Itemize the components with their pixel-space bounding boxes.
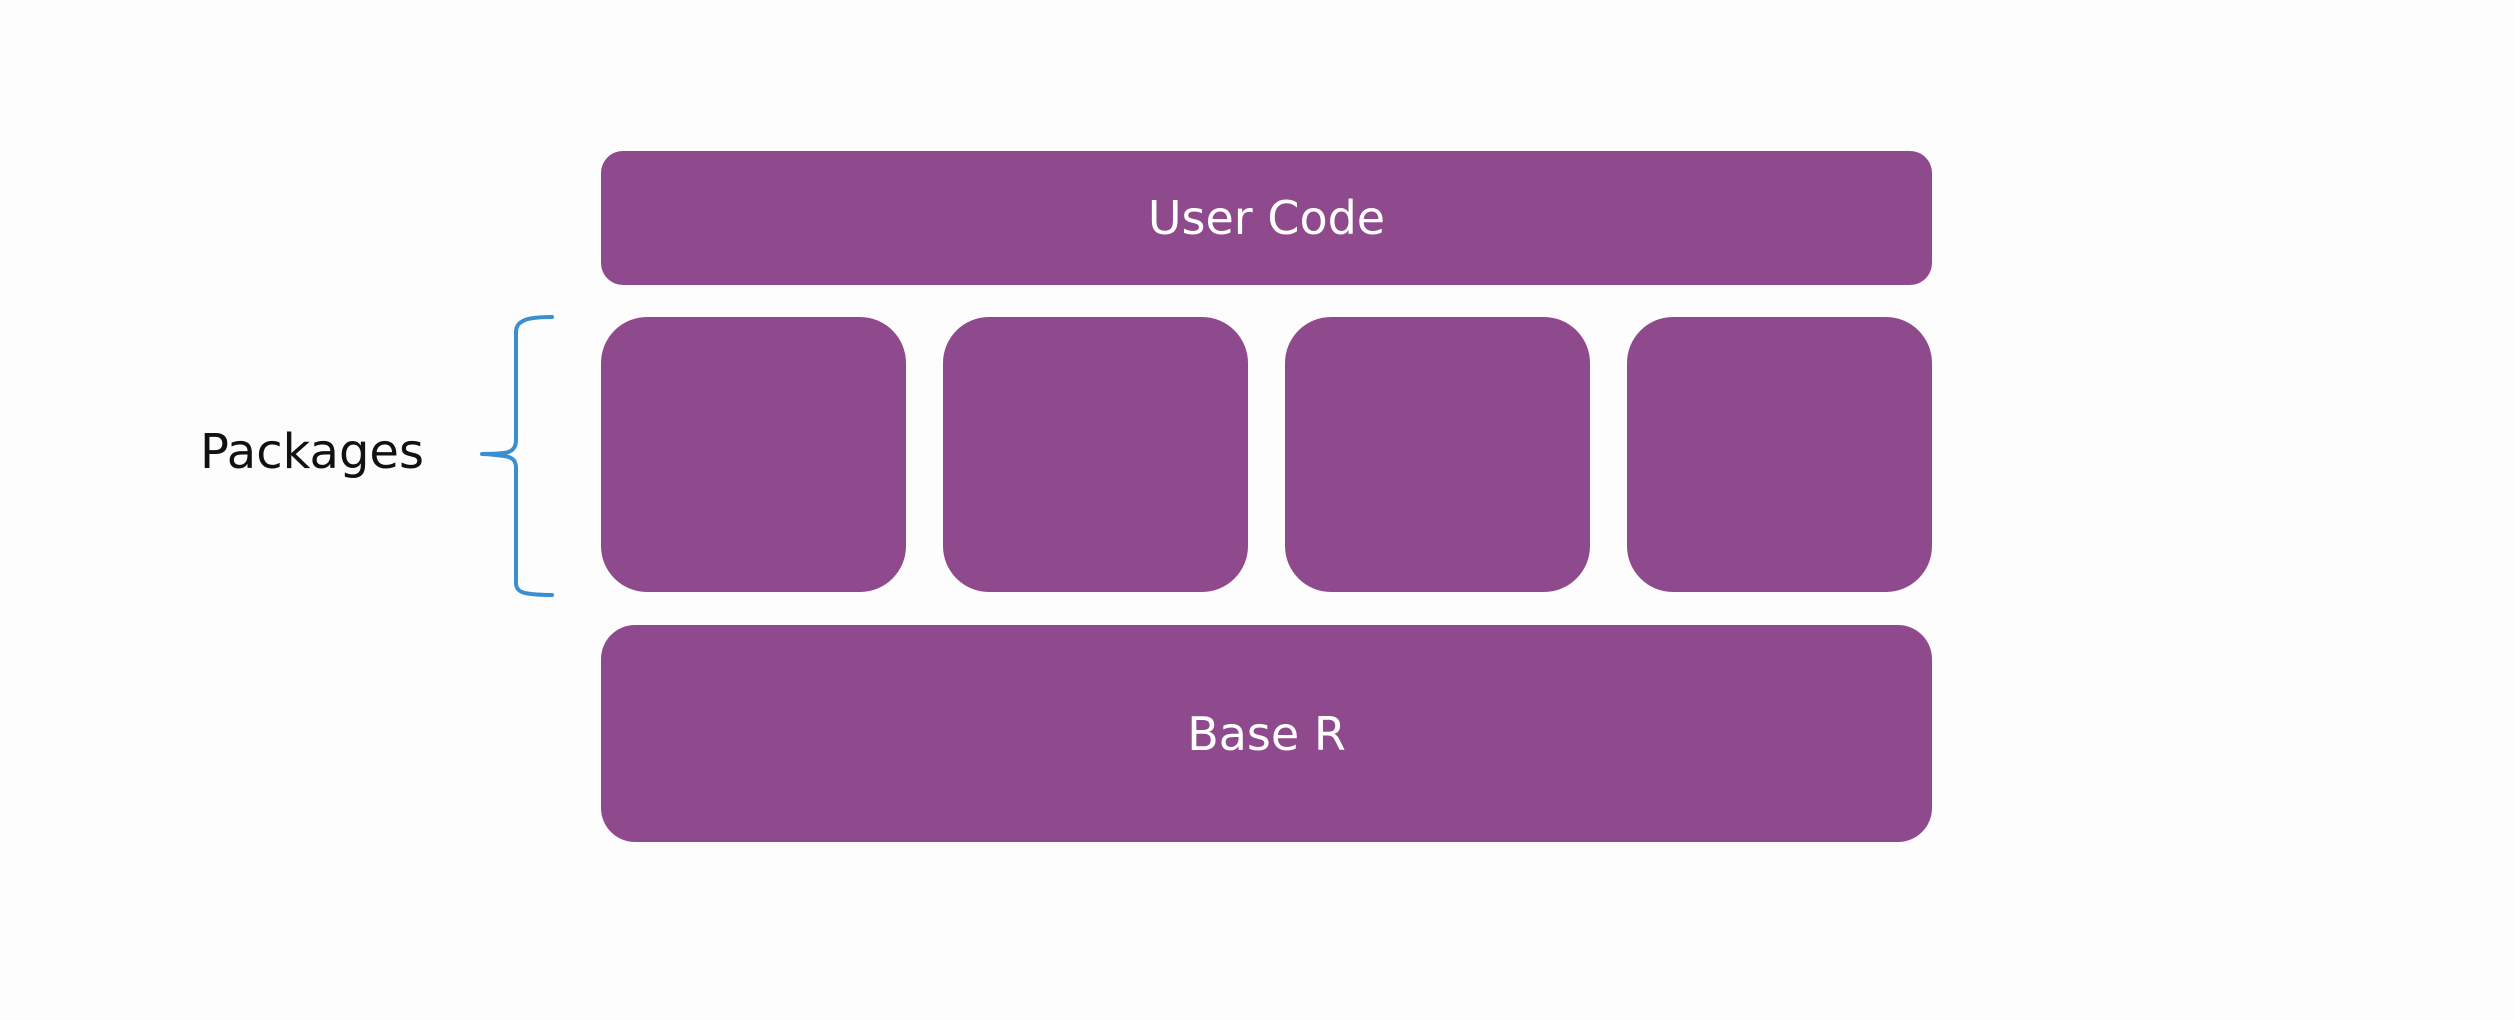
package-block xyxy=(943,317,1248,592)
base-r-layer: Base R xyxy=(601,625,1932,842)
base-r-label: Base R xyxy=(1187,706,1346,761)
user-code-label: User Code xyxy=(1147,191,1386,245)
package-block xyxy=(1627,317,1932,592)
packages-label: Packages xyxy=(200,424,424,480)
package-block xyxy=(1285,317,1590,592)
curly-brace-icon xyxy=(480,315,554,597)
user-code-layer: User Code xyxy=(601,151,1932,285)
package-block xyxy=(601,317,906,592)
